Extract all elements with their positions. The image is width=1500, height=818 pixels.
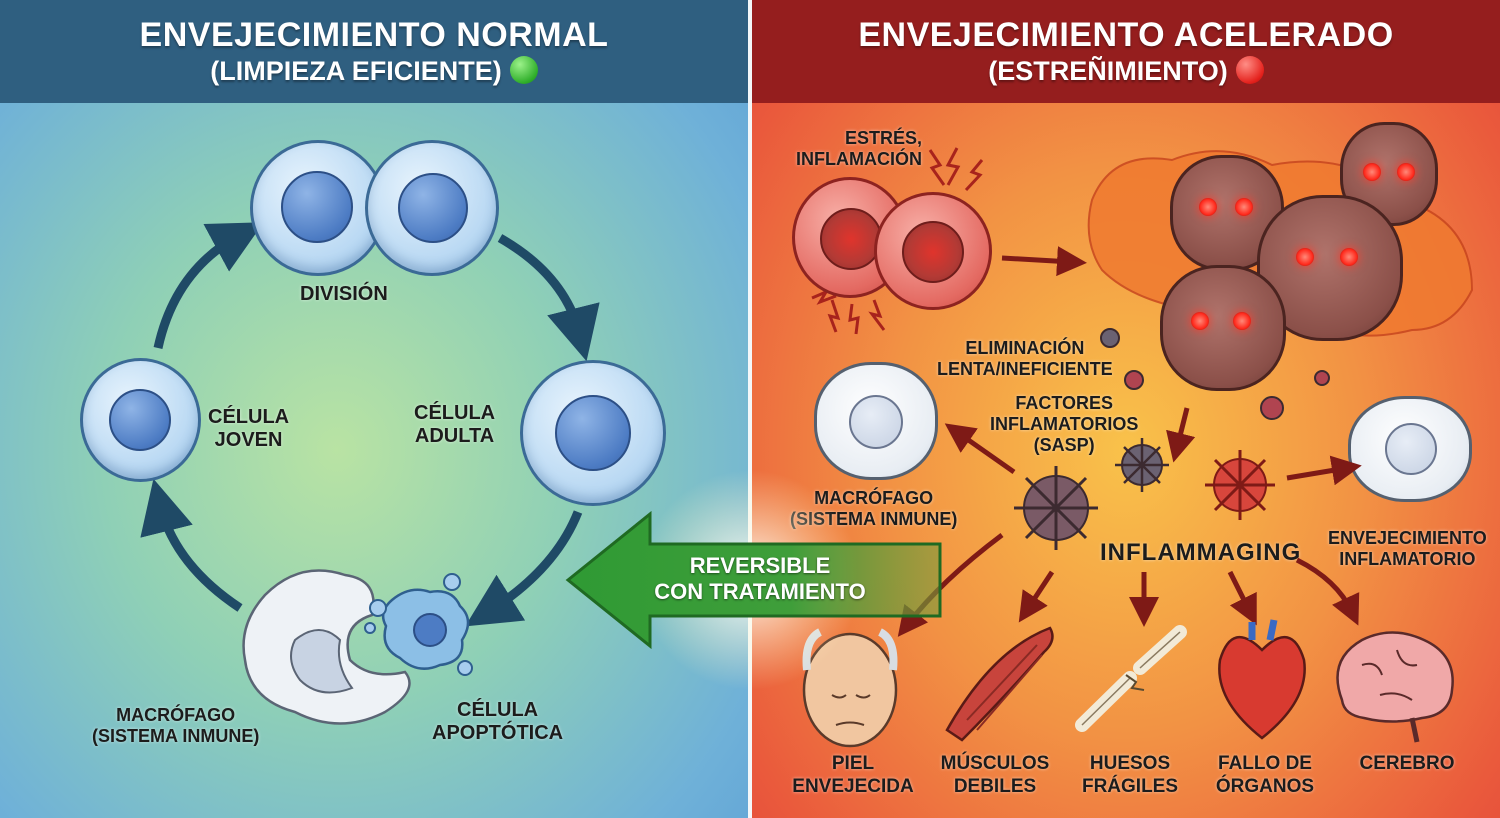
brain-icon <box>1336 631 1454 743</box>
macrophage-cell <box>814 362 938 480</box>
inflammatory-aged-cell <box>1348 396 1472 502</box>
cycle-arrow-macrophage-to-young <box>140 478 243 612</box>
cycle-arrow-division-to-adult <box>497 234 600 362</box>
sasp-particle-large <box>1014 466 1098 550</box>
accelerated-aging-panel: ENVEJECIMIENTO ACELERADO (ESTREÑIMIENTO)… <box>752 0 1500 818</box>
normal-aging-subtitle: (LIMPIEZA EFICIENTE) <box>0 56 748 87</box>
sasp-particle-small-2 <box>1124 370 1144 390</box>
sasp-particles <box>1014 328 1330 550</box>
accelerated-aging-subtitle: (ESTREÑIMIENTO) <box>752 56 1500 87</box>
inflammaging-label: INFLAMMAGING <box>1100 539 1302 566</box>
normal-aging-panel: ENVEJECIMIENTO NORMAL (LIMPIEZA EFICIENT… <box>0 0 748 818</box>
cycle-arrow-adult-to-apoptotic <box>465 510 583 627</box>
dividing-cell-left <box>250 140 386 276</box>
senescent-cell-4 <box>1160 265 1286 391</box>
progression-arrow <box>1001 246 1087 277</box>
accelerated-aging-header: ENVEJECIMIENTO ACELERADO (ESTREÑIMIENTO) <box>752 0 1500 103</box>
macrophage-label: MACRÓFAGO(SISTEMA INMUNE) <box>92 705 260 746</box>
heart-icon <box>1218 619 1306 740</box>
consequence-arrows <box>897 407 1362 637</box>
stressed-cell-right <box>874 192 992 310</box>
consequence-label-brain: CEREBRO <box>1359 753 1455 774</box>
normal-aging-header: ENVEJECIMIENTO NORMAL (LIMPIEZA EFICIENT… <box>0 0 748 103</box>
broken-bone-icon <box>1075 625 1187 732</box>
cycle-arrows <box>140 222 600 627</box>
red-status-dot-icon <box>1235 56 1264 84</box>
sasp-particle-small-1 <box>1100 328 1120 348</box>
sasp-particle-medium <box>1115 438 1169 492</box>
organ-icons <box>802 619 1454 748</box>
accelerated-aging-title: ENVEJECIMIENTO ACELERADO <box>858 16 1394 54</box>
muscle-icon <box>945 626 1054 742</box>
panel-divider <box>748 0 752 818</box>
cycle-arrow-young-to-division <box>153 222 264 349</box>
sasp-particle-small-3 <box>1260 396 1284 420</box>
division-label: DIVISIÓN <box>300 283 388 305</box>
aged-face-icon <box>802 628 898 748</box>
sasp-particle-small-4 <box>1314 370 1330 386</box>
green-status-dot-icon <box>509 56 538 84</box>
dividing-cell-right <box>365 140 499 276</box>
normal-aging-title: ENVEJECIMIENTO NORMAL <box>139 16 609 54</box>
macrophage-engulfing-icon <box>242 569 411 725</box>
lightning-bolt-icons <box>811 147 984 335</box>
sasp-particle-red <box>1205 450 1275 520</box>
young-cell <box>80 358 201 482</box>
stress-inflammation-label: ESTRÉS,INFLAMACIÓN <box>796 128 922 169</box>
adult-cell <box>520 360 666 506</box>
apoptotic-cell-icon <box>364 573 473 676</box>
